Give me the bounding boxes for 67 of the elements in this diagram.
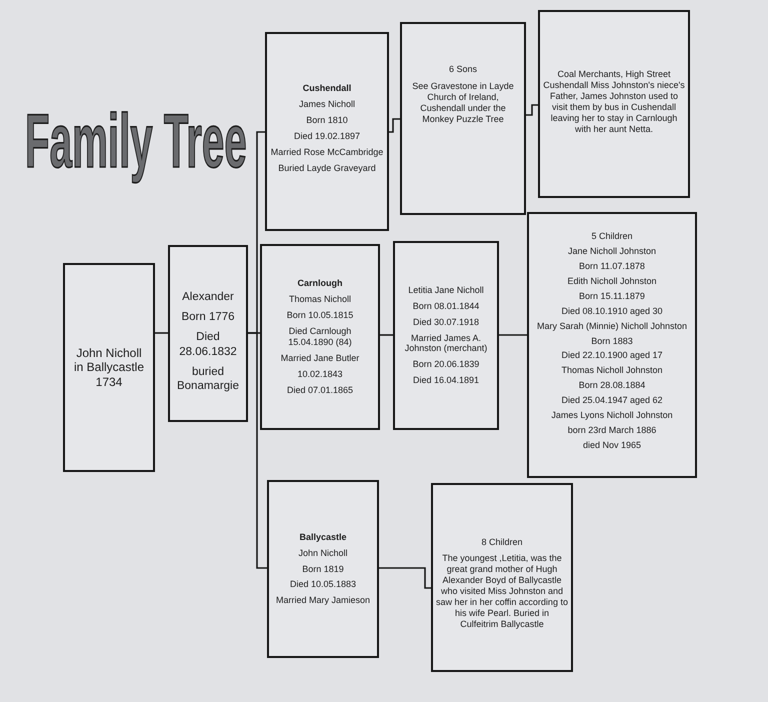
entry-text: James Lyons Nicholl Johnston (551, 410, 673, 422)
entry-text: Born 20.06.1839 (412, 359, 480, 370)
entry-text: died Nov 1965 (582, 440, 642, 452)
entry-text: Born 10.05.1815 (286, 310, 354, 322)
note-box (527, 212, 697, 478)
entry-text: Married Rose McCambridge (270, 146, 384, 158)
entry-text: See Gravestone in Layde Church of Ireland, Cushendall under the Monkey Puzzle Tree (411, 81, 515, 125)
entry-text: Died 19.02.1897 (294, 131, 360, 142)
entry-text: born 23rd March 1886 (568, 425, 656, 436)
entry-text: Died 30.07.1918 (412, 316, 480, 328)
connector-line (389, 118, 400, 133)
entry-text: Coal Merchants, High Street Cushendall Miss Johnston's niece's Father, James Johnston used to visit them by bus in Cushendall leaving her to stay in Carnlough with her aunt Netta. (543, 69, 685, 135)
entry-text: James Nicholl (298, 99, 356, 110)
entry-text: buried Bonamargie (176, 364, 240, 393)
entry-text: Born 15.11.1879 (579, 290, 645, 302)
place-heading: Cushendall (302, 83, 352, 94)
entry-text: Thomas Nicholl Johnston (561, 365, 663, 376)
person-box (393, 241, 499, 430)
entry-text: Born 28.08.1884 (578, 380, 646, 392)
entry-text: Jane Nicholl Johnston (568, 246, 656, 257)
connector-line (248, 332, 267, 569)
person-box (63, 263, 155, 472)
entry-text: 10.02.1843 (297, 368, 343, 380)
connector-line (380, 334, 393, 336)
place-heading: Ballycastle (299, 532, 347, 543)
entry-text: Thomas Nicholl (288, 294, 352, 306)
person-box (267, 480, 379, 658)
entry-text: 5 Children (591, 230, 633, 242)
person-box (265, 32, 389, 231)
entry-text: Born 1776 (181, 310, 235, 324)
entry-text: Alexander (182, 290, 234, 304)
note-box (400, 22, 526, 215)
entry-text: John Nicholl (298, 548, 348, 559)
entry-text: Died 28.06.1832 (178, 330, 238, 359)
entry-text: Letitia Jane Nicholl (408, 284, 484, 296)
entry-text: Mary Sarah (Minnie) Nicholl Johnston (536, 320, 688, 332)
note-box (538, 10, 690, 198)
person-box (260, 244, 380, 430)
entry-text: Died 22.10.1900 aged 17 (561, 350, 663, 362)
entry-text: The youngest ,Letitia, was the great grand mother of Hugh Alexander Boyd of Ballycastle who visited Miss Johnston and saw her in her coffin according to his wife Pearl. Buried in Culfeitrim Ballycastle (436, 553, 568, 630)
entry-text: Buried Layde Graveyard (278, 162, 376, 174)
entry-text: Married Mary Jamieson (276, 595, 370, 606)
entry-text: Died 08.10.1910 aged 30 (561, 306, 663, 317)
connector-line (499, 334, 527, 336)
entry-text: 8 Children (481, 537, 523, 548)
entry-text: Died 25.04.1947 aged 62 (561, 395, 663, 406)
note-box (431, 483, 573, 672)
entry-text: Married Jane Butler (280, 352, 360, 364)
entry-text: Died 10.05.1883 (290, 579, 356, 590)
entry-text: 6 Sons (448, 64, 478, 76)
connector-line (155, 332, 168, 334)
entry-text: Died 16.04.1891 (412, 375, 480, 386)
entry-text: Born 08.01.1844 (412, 300, 480, 312)
title-heading: Family Tree (24, 98, 248, 186)
entry-text: Born 1810 (306, 115, 348, 126)
entry-text: Born 11.07.1878 (579, 260, 645, 272)
entry-text: Edith Nicholl Johnston (567, 276, 657, 287)
place-heading: Carnlough (298, 278, 342, 290)
person-box (168, 245, 248, 422)
entry-text: Died Carnlough 15.04.1890 (84) (287, 326, 353, 348)
entry-text: Married James A. Johnston (merchant) (404, 332, 488, 354)
entry-text: Born 1819 (302, 564, 344, 574)
entry-text: Born 1883 (591, 336, 633, 346)
connector-line (379, 567, 431, 589)
entry-text: Died 07.01.1865 (286, 384, 354, 396)
connector-line (526, 104, 538, 116)
entry-text: John Nicholl in Ballycastle 1734 (72, 346, 146, 390)
